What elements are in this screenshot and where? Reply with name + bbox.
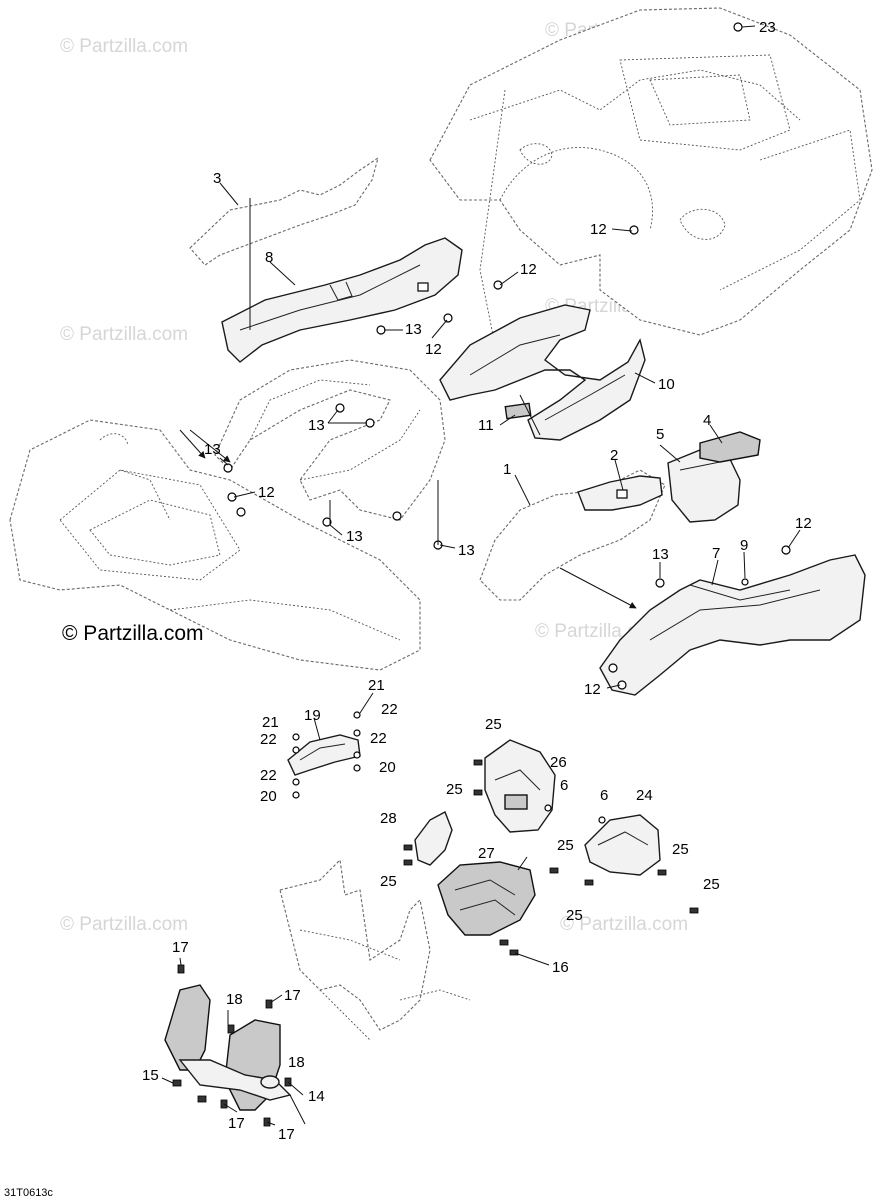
callout-25: 25 bbox=[446, 781, 463, 798]
callout-9: 9 bbox=[740, 537, 748, 554]
part-26-box bbox=[484, 739, 556, 833]
callout-11: 11 bbox=[478, 417, 494, 434]
callout-6: 6 bbox=[600, 787, 608, 804]
callout-21: 21 bbox=[368, 677, 385, 694]
front-panel bbox=[214, 359, 446, 521]
callout-12: 12 bbox=[584, 681, 601, 698]
part-10-rear-trim bbox=[439, 304, 646, 441]
callout-3: 3 bbox=[213, 170, 221, 187]
callout-7: 7 bbox=[712, 545, 720, 562]
part-28-bracket bbox=[414, 811, 453, 866]
callout-4: 4 bbox=[703, 412, 711, 429]
watermark: © Partzilla.com bbox=[60, 324, 188, 345]
part-19-bracket bbox=[287, 734, 361, 776]
callout-23: 23 bbox=[759, 19, 776, 36]
callout-17: 17 bbox=[278, 1126, 295, 1143]
callout-28: 28 bbox=[380, 810, 397, 827]
callout-13: 13 bbox=[458, 542, 475, 559]
part-27-skid-plate bbox=[437, 861, 536, 936]
callout-8: 8 bbox=[265, 249, 273, 266]
callout-24: 24 bbox=[636, 787, 653, 804]
part-3-phantom-strip bbox=[189, 156, 379, 266]
callout-18: 18 bbox=[288, 1054, 305, 1071]
callout-25: 25 bbox=[566, 907, 583, 924]
callout-21: 21 bbox=[262, 714, 279, 731]
part-11-pad bbox=[504, 402, 532, 420]
callout-22: 22 bbox=[260, 731, 277, 748]
callout-16: 16 bbox=[552, 959, 569, 976]
callout-19: 19 bbox=[304, 707, 321, 724]
callout-2: 2 bbox=[610, 447, 618, 464]
rear-fender-phantom bbox=[429, 7, 873, 371]
callout-26: 26 bbox=[550, 754, 567, 771]
callout-17: 17 bbox=[172, 939, 189, 956]
callout-12: 12 bbox=[795, 515, 812, 532]
watermark: © Partzilla.com bbox=[60, 36, 188, 57]
part-7-side-rail bbox=[599, 554, 866, 696]
callout-25: 25 bbox=[485, 716, 502, 733]
callout-6: 6 bbox=[560, 777, 568, 794]
callout-14: 14 bbox=[308, 1088, 325, 1105]
callout-17: 17 bbox=[284, 987, 301, 1004]
callout-labels: 3 8 23 12 12 13 12 10 11 13 13 12 13 13 … bbox=[142, 19, 812, 1143]
callout-12: 12 bbox=[590, 221, 607, 238]
front-fender-phantom bbox=[9, 419, 421, 671]
part-24-guard bbox=[584, 814, 661, 876]
callout-22: 22 bbox=[381, 701, 398, 718]
callout-18: 18 bbox=[226, 991, 243, 1008]
callout-22: 22 bbox=[260, 767, 277, 784]
callout-17: 17 bbox=[228, 1115, 245, 1132]
callout-13: 13 bbox=[652, 546, 669, 563]
part-14-front-bumper bbox=[164, 984, 292, 1111]
callout-1: 1 bbox=[503, 461, 511, 478]
callout-13: 13 bbox=[405, 321, 422, 338]
callout-25: 25 bbox=[380, 873, 397, 890]
part-8-side-rail bbox=[221, 237, 463, 363]
callout-25: 25 bbox=[557, 837, 574, 854]
callout-12: 12 bbox=[425, 341, 442, 358]
callout-12: 12 bbox=[258, 484, 275, 501]
frame-phantom bbox=[279, 858, 471, 1041]
callout-12: 12 bbox=[520, 261, 537, 278]
callout-15: 15 bbox=[142, 1067, 159, 1084]
watermark: © Partzilla.com bbox=[60, 914, 188, 935]
callout-13: 13 bbox=[308, 417, 325, 434]
watermark-primary: © Partzilla.com bbox=[62, 622, 204, 645]
callout-25: 25 bbox=[672, 841, 689, 858]
watermark: © Partzilla.com bbox=[560, 914, 688, 935]
callout-13: 13 bbox=[346, 528, 363, 545]
callout-13: 13 bbox=[204, 441, 221, 458]
callout-10: 10 bbox=[658, 376, 675, 393]
callout-5: 5 bbox=[656, 426, 664, 443]
callout-27: 27 bbox=[478, 845, 495, 862]
reference-code: 31T0613c bbox=[4, 1187, 53, 1199]
callout-25: 25 bbox=[703, 876, 720, 893]
callout-22: 22 bbox=[370, 730, 387, 747]
leader-lines bbox=[161, 25, 801, 1126]
callout-20: 20 bbox=[379, 759, 396, 776]
callout-20: 20 bbox=[260, 788, 277, 805]
part-4-bracket bbox=[699, 431, 761, 463]
